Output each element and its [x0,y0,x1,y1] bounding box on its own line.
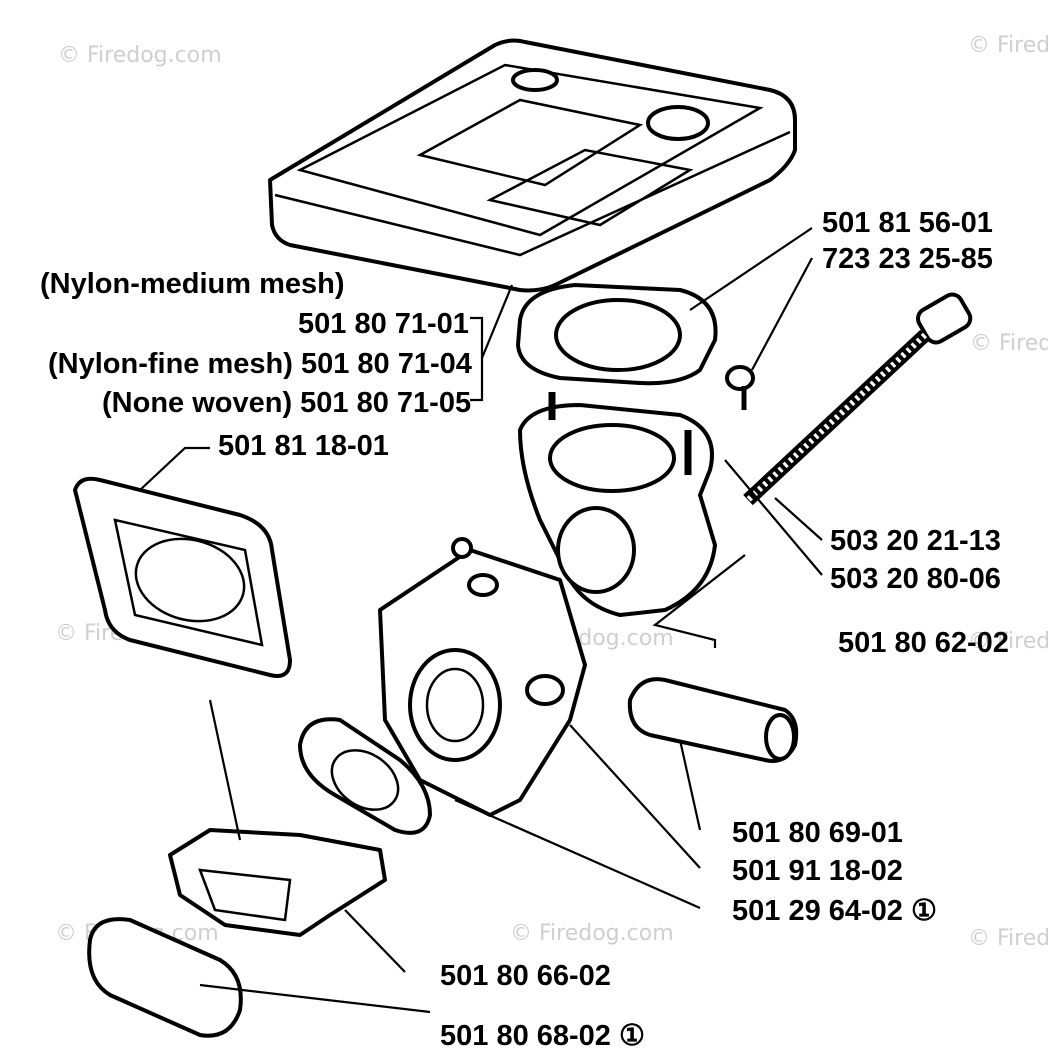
watermark: © Firedog.com [968,629,1048,654]
label-501-80-71-01: 501 80 71-01 [298,308,469,340]
label-501-91-18-02: 501 91 18-02 [732,855,903,887]
screw [725,365,755,410]
label-501-80-66-02: 501 80 66-02 [440,960,611,992]
label-nylon-fine: (Nylon-fine mesh) 501 80 71-04 [48,348,472,380]
label-501-80-62-02: 501 80 62-02 [838,627,1009,659]
label-nylon-medium: (Nylon-medium mesh) [40,268,345,300]
filter-element [73,476,292,678]
label-501-81-56-01: 501 81 56-01 [822,207,993,239]
label-503-20-80-06: 503 20 80-06 [830,563,1001,595]
filter-gasket [516,283,718,386]
carb-adaptor [518,392,717,617]
watermark: © Firedog.com [970,331,1048,356]
long-bolt [743,292,973,506]
watermark: © Firedog.com [968,926,1048,951]
label-501-81-18-01: 501 81 18-01 [218,430,389,462]
labels: (Nylon-medium mesh) 501 80 71-01 (Nylon-… [40,207,1009,1052]
label-723-23-25-85: 723 23 25-85 [822,243,993,275]
carb-gasket [298,717,432,835]
fuel-hose [627,677,799,763]
label-501-29-64-02: 501 29 64-02 ① [732,895,937,927]
label-none-woven: (None woven) 501 80 71-05 [102,387,471,419]
air-filter-cover [268,38,797,293]
carburetor [378,537,587,817]
intake-flange [168,828,387,937]
label-501-80-68-02: 501 80 68-02 ① [440,1020,645,1052]
bottom-gasket [87,917,243,1038]
watermark: © Firedog.com [968,33,1048,58]
watermark: © Firedog.com [58,43,222,68]
leader-lines [139,227,823,1014]
label-503-20-21-13: 503 20 21-13 [830,525,1001,557]
label-501-80-69-01: 501 80 69-01 [732,817,903,849]
watermark: © Firedog.com [510,921,674,946]
